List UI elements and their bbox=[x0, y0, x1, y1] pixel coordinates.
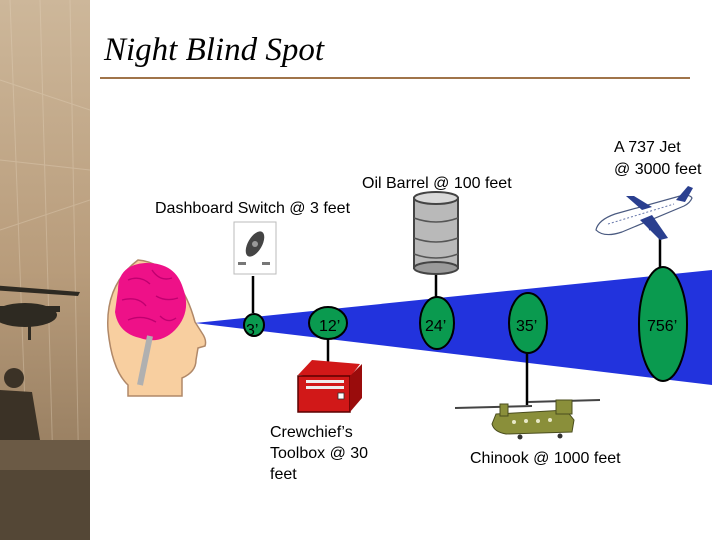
diameter-label-24ft: 24’ bbox=[425, 318, 446, 335]
diameter-label-756ft: 756’ bbox=[647, 318, 677, 335]
diameter-label-35ft: 35’ bbox=[516, 318, 537, 335]
head-profile bbox=[107, 259, 207, 397]
ellipse-24ft bbox=[419, 296, 455, 350]
toolbox-label-line3: feet bbox=[270, 466, 297, 483]
slide-title: Night Blind Spot bbox=[104, 32, 325, 68]
background-photo-strip bbox=[0, 0, 90, 540]
diameter-label-3ft: 3’ bbox=[246, 322, 258, 339]
ellipse-756ft bbox=[638, 266, 688, 382]
toolbox-label-line1: Crewchief’s bbox=[270, 424, 353, 441]
oil-barrel-label: Oil Barrel @ 100 feet bbox=[362, 175, 512, 192]
chinook-helicopter-icon bbox=[454, 399, 601, 440]
brain-icon bbox=[115, 262, 187, 341]
jet-label-line2: @ 3000 feet bbox=[614, 161, 702, 178]
title-underline bbox=[100, 77, 690, 79]
chinook-label: Chinook @ 1000 feet bbox=[470, 450, 621, 467]
jet-label-line1: A 737 Jet bbox=[614, 139, 681, 156]
diameter-label-12ft: 12’ bbox=[319, 318, 340, 335]
ellipse-3ft bbox=[243, 313, 265, 337]
dashboard-switch-label: Dashboard Switch @ 3 feet bbox=[155, 200, 351, 217]
toolbox-label-line2: Toolbox @ 30 bbox=[270, 445, 369, 462]
ellipse-12ft bbox=[308, 306, 348, 340]
dashboard-switch-icon bbox=[233, 221, 277, 275]
oil-barrel-icon bbox=[413, 191, 459, 275]
toolbox-icon bbox=[297, 360, 362, 413]
jet-airplane-icon bbox=[595, 186, 693, 240]
ellipse-35ft bbox=[508, 292, 548, 354]
